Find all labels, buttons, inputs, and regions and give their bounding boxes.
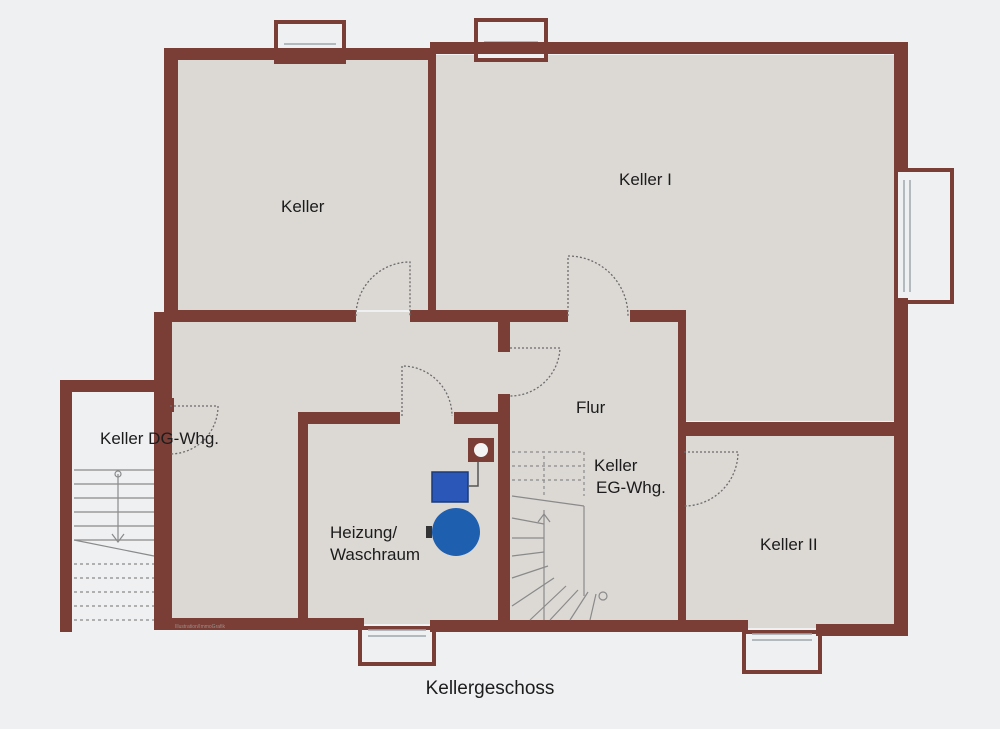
room-label-keller-eg-whg-line2: EG-Whg. [596,478,666,497]
water-tank-icon [432,508,480,556]
plan-title: Kellergeschoss [425,678,555,699]
walls [60,42,908,636]
room-label-keller: Keller [281,197,325,216]
floor-keller [178,58,430,310]
room-label-keller-eg-whg-line1: Keller [594,456,638,475]
room-floors [170,55,898,628]
room-label-heizung-line2: Waschraum [330,545,421,564]
floor-flur [504,320,684,626]
room-label-keller-i: Keller I [619,170,672,189]
door-keller-ii [683,451,739,507]
door-swings [169,255,739,507]
room-label-keller-ii: Keller II [760,535,818,554]
window-right [894,168,954,304]
left-staircase [73,469,155,621]
flur-staircase [511,451,608,621]
heating-equipment [426,438,494,556]
door-flur [509,347,561,397]
floor-keller-dg [170,312,310,624]
room-label-keller-dg-whg: Keller DG-Whg. [100,429,220,448]
door-keller [355,261,411,317]
door-keller-dg [169,405,219,455]
boiler-icon [431,471,469,503]
room-label-heizung-line1: Heizung/ [330,523,398,542]
door-keller-i [567,255,629,317]
room-label-flur: Flur [576,398,606,417]
window-bottom-left [358,626,436,666]
window-bottom-right [742,630,822,674]
illustration-credit: Illustration/ImmoGrafik [175,624,226,630]
floor-keller-ii [684,430,898,628]
